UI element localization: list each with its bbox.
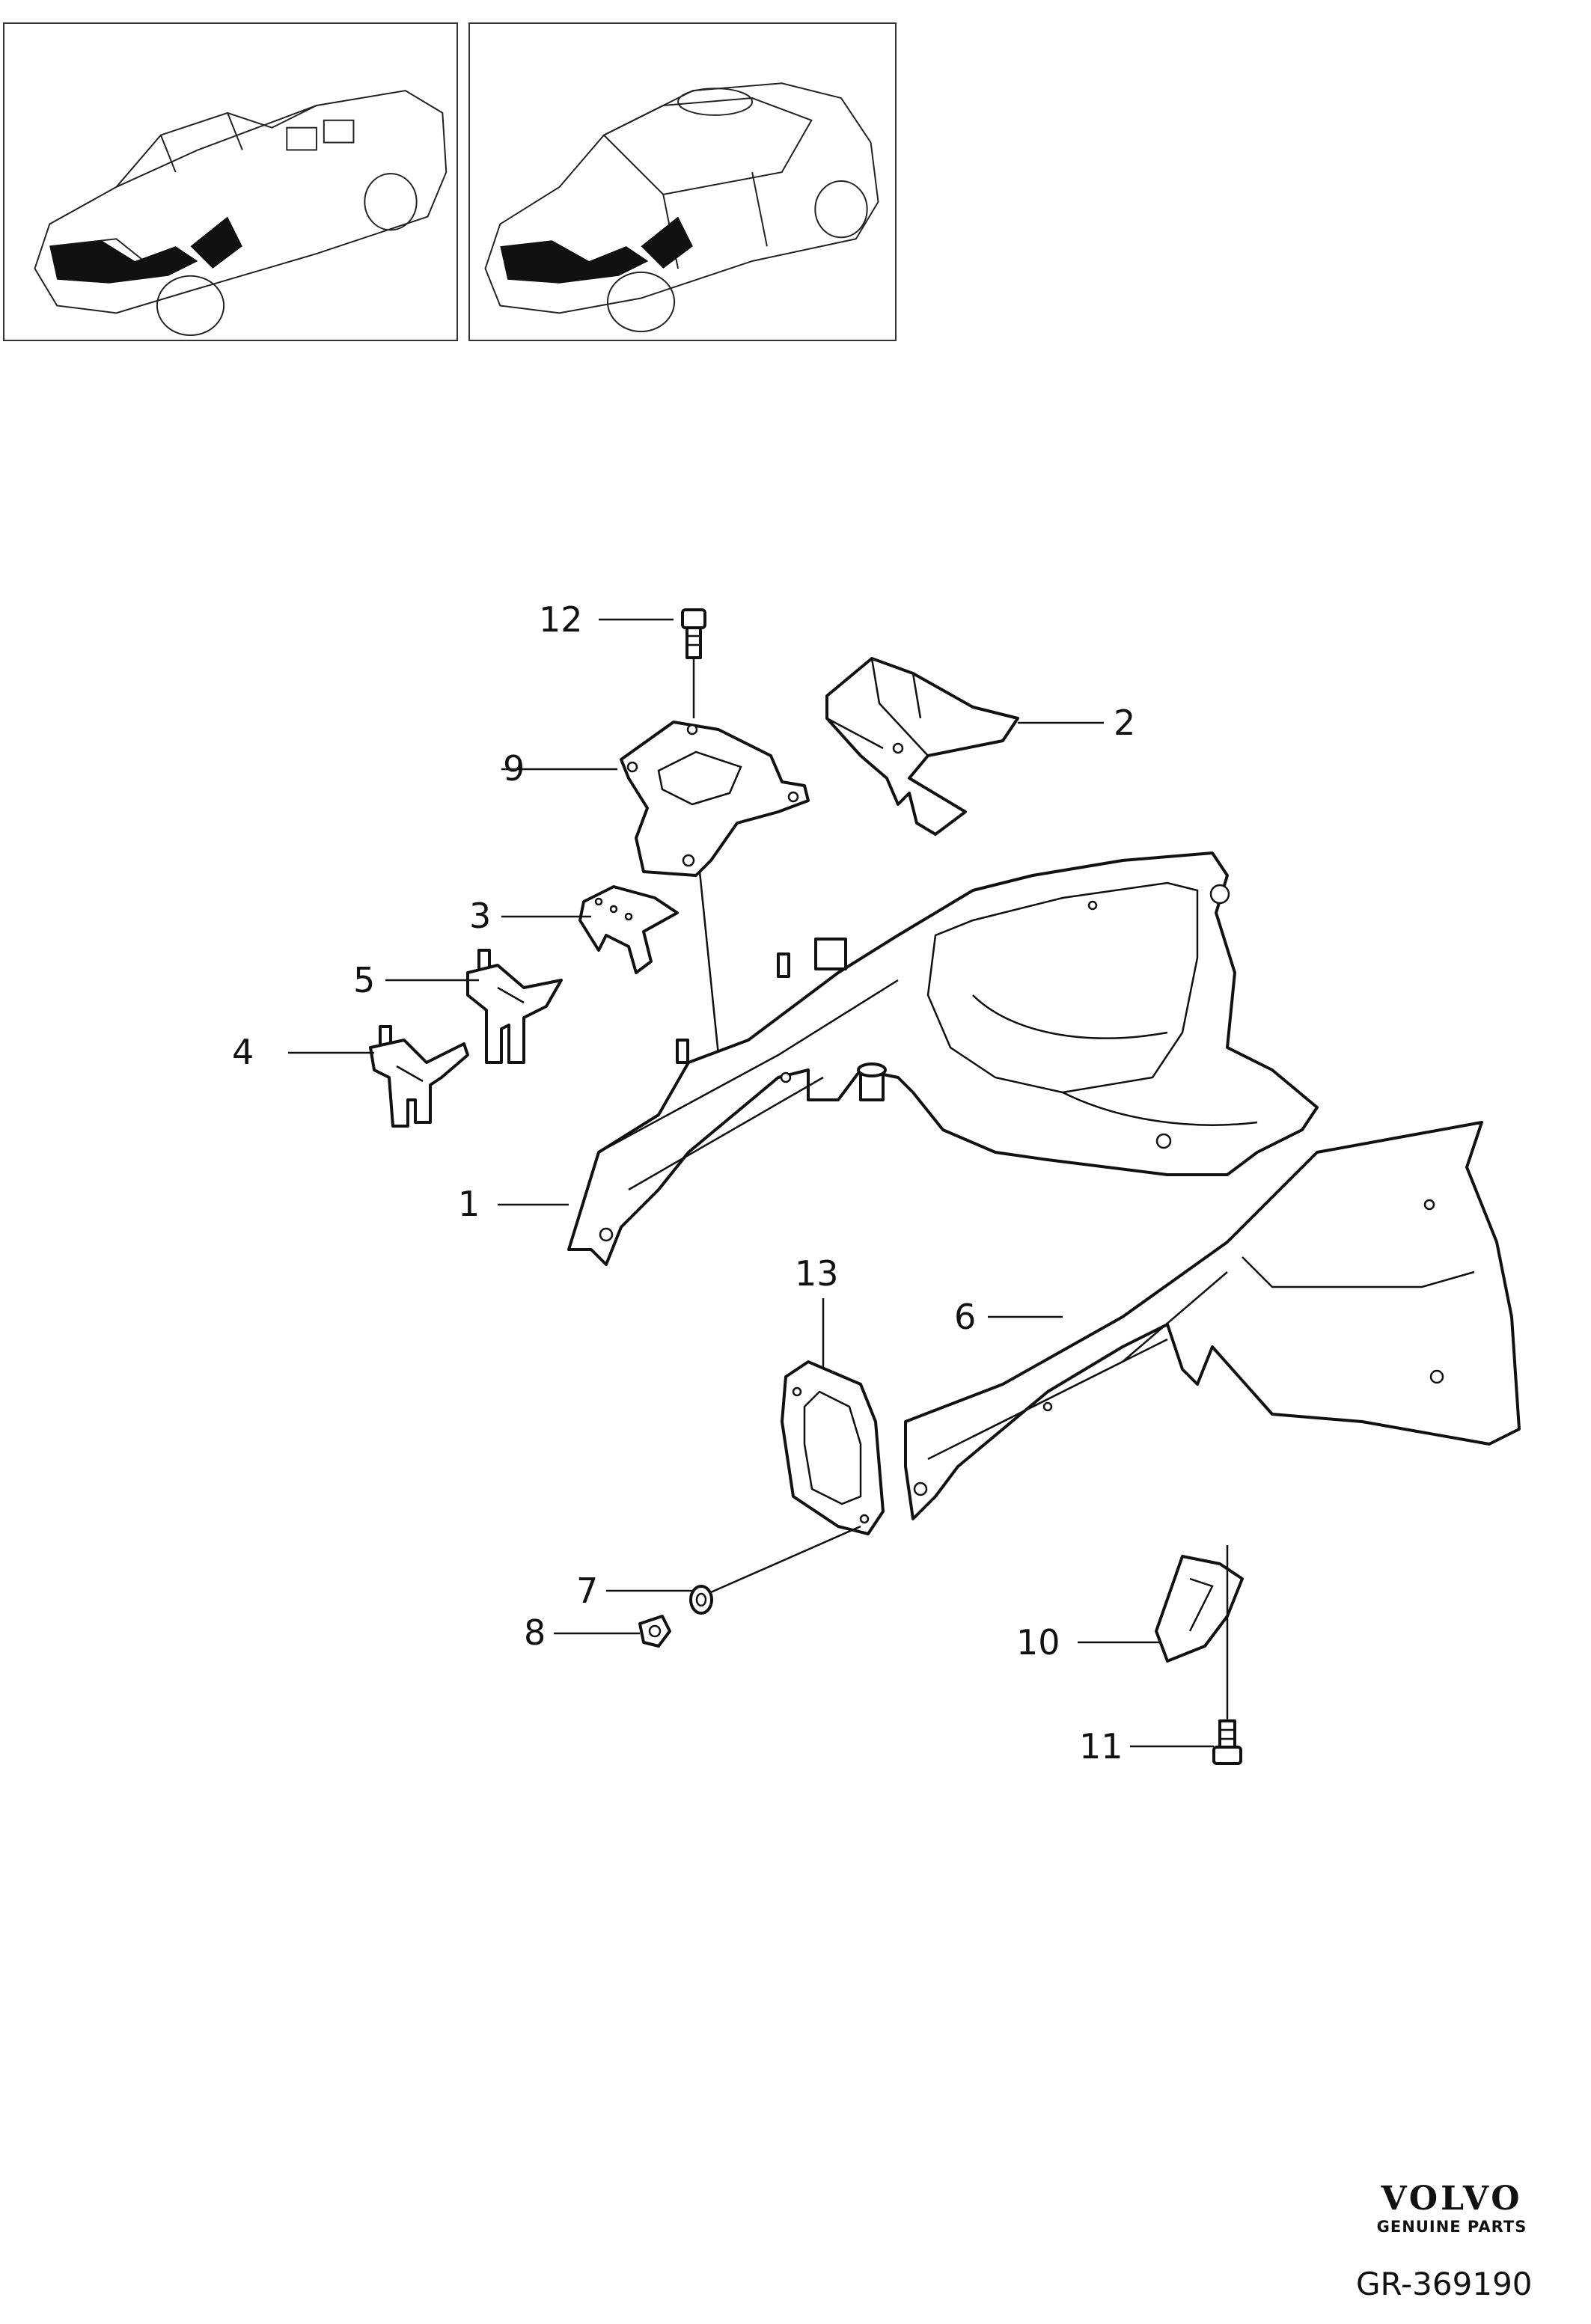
part-2-member: [825, 657, 1019, 836]
callout-3: 3: [469, 896, 491, 936]
brand-block: VOLVO GENUINE PARTS: [1362, 2182, 1542, 2236]
part-7-washer: [689, 1525, 861, 1615]
callout-13: 13: [795, 1253, 839, 1294]
part-6-side-member: [904, 1121, 1521, 1520]
callout-4: 4: [232, 1032, 254, 1072]
convertible-car-illustration: [34, 90, 448, 337]
callout-6: 6: [954, 1297, 976, 1337]
part-3-bracket: [578, 885, 679, 974]
callout-2: 2: [1114, 703, 1135, 743]
hatchback-thumbnail: [468, 22, 897, 341]
hatchback-car-illustration: [484, 82, 879, 333]
part-10-bracket: [1155, 1545, 1244, 1721]
part-1-side-member: [567, 851, 1319, 1266]
part-8-nut: [638, 1615, 671, 1648]
volvo-logo: VOLVO: [1381, 2180, 1523, 2218]
callout-leaders: [288, 618, 1214, 1748]
callout-11: 11: [1079, 1726, 1123, 1767]
callout-5: 5: [353, 960, 375, 1000]
callout-1: 1: [458, 1184, 480, 1224]
part-9-bracket: [620, 721, 810, 1056]
part-12-bolt: [681, 608, 706, 718]
callout-8: 8: [524, 1612, 546, 1653]
convertible-thumbnail: [3, 22, 458, 341]
part-5-bracket: [466, 949, 563, 1064]
part-4-bracket: [369, 1025, 469, 1128]
callout-9: 9: [503, 748, 525, 789]
part-11-bolt: [1212, 1719, 1242, 1765]
callout-12: 12: [539, 599, 583, 640]
callout-7: 7: [576, 1571, 598, 1611]
callout-10: 10: [1016, 1622, 1060, 1663]
part-13-plate: [781, 1360, 885, 1535]
brand-subtitle: GENUINE PARTS: [1376, 2218, 1527, 2236]
diagram-reference-code: GR-369190: [1356, 2266, 1533, 2302]
